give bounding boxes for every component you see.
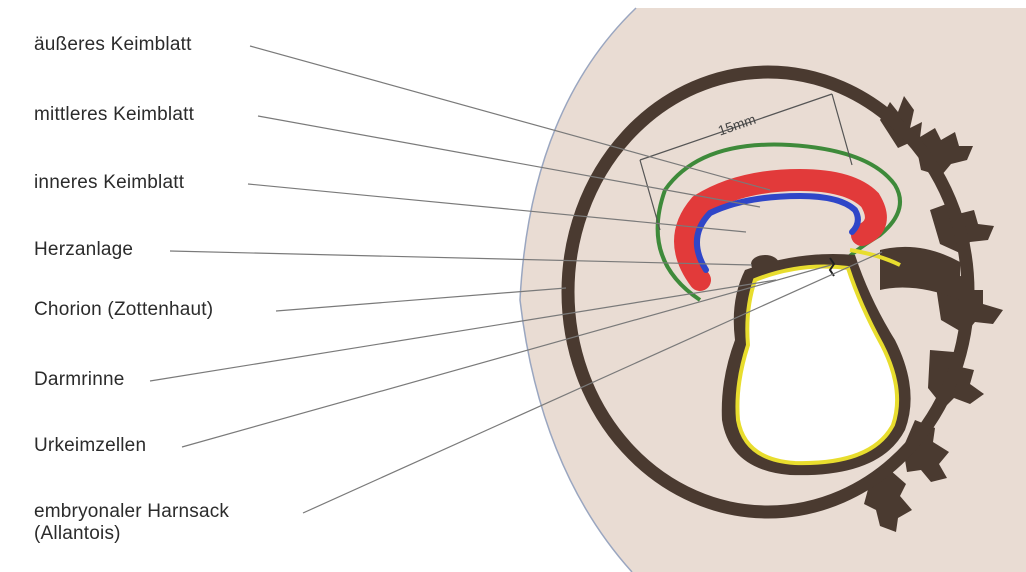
heart-primordium	[751, 255, 779, 273]
label-gut-groove: Darmrinne	[34, 369, 125, 391]
label-ectoderm: äußeres Keimblatt	[34, 34, 192, 56]
label-germ-cells: Urkeimzellen	[34, 435, 146, 457]
label-allantois: embryonaler Harnsack (Allantois)	[34, 501, 229, 545]
label-heart-primordium: Herzanlage	[34, 239, 133, 261]
label-mesoderm: mittleres Keimblatt	[34, 104, 194, 126]
label-chorion: Chorion (Zottenhaut)	[34, 299, 213, 321]
label-endoderm: inneres Keimblatt	[34, 172, 184, 194]
